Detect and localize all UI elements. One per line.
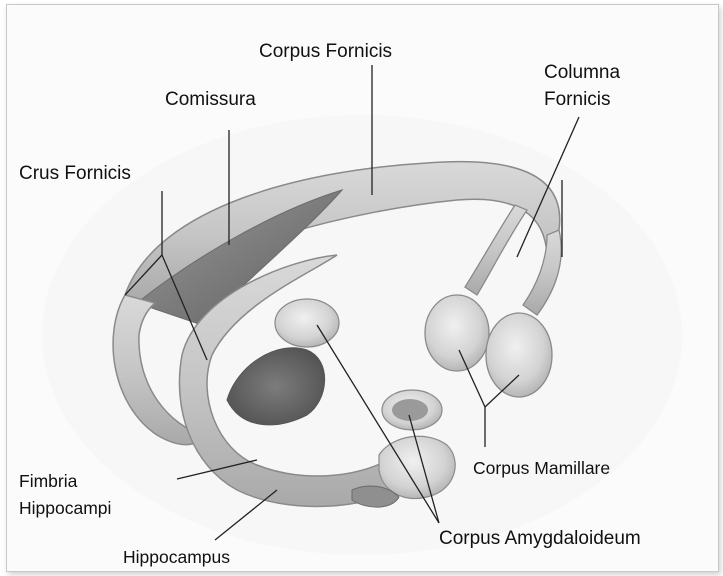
- label-columna-fornicis-line1: Columna: [544, 62, 620, 83]
- fornix-diagram: Corpus Fornicis Columna Fornicis Comissu…: [7, 5, 718, 571]
- mamillary-body-right: [486, 313, 552, 397]
- label-corpus-fornicis: Corpus Fornicis: [259, 41, 392, 62]
- amygdala-upper: [275, 299, 339, 347]
- label-columna-fornicis-line2: Fornicis: [544, 89, 611, 110]
- label-fimbria-line1: Fimbria: [19, 471, 78, 491]
- label-corpus-amygdaloideum: Corpus Amygdaloideum: [439, 528, 641, 549]
- label-corpus-mamillare: Corpus Mamillare: [473, 458, 610, 478]
- mamillary-body-left: [425, 295, 489, 371]
- label-comissura: Comissura: [165, 89, 256, 110]
- label-crus-fornicis: Crus Fornicis: [19, 163, 131, 184]
- label-fimbria-line2: Hippocampi: [19, 498, 111, 518]
- diagram-frame: Corpus Fornicis Columna Fornicis Comissu…: [6, 4, 719, 572]
- label-hippocampus: Hippocampus: [123, 547, 230, 567]
